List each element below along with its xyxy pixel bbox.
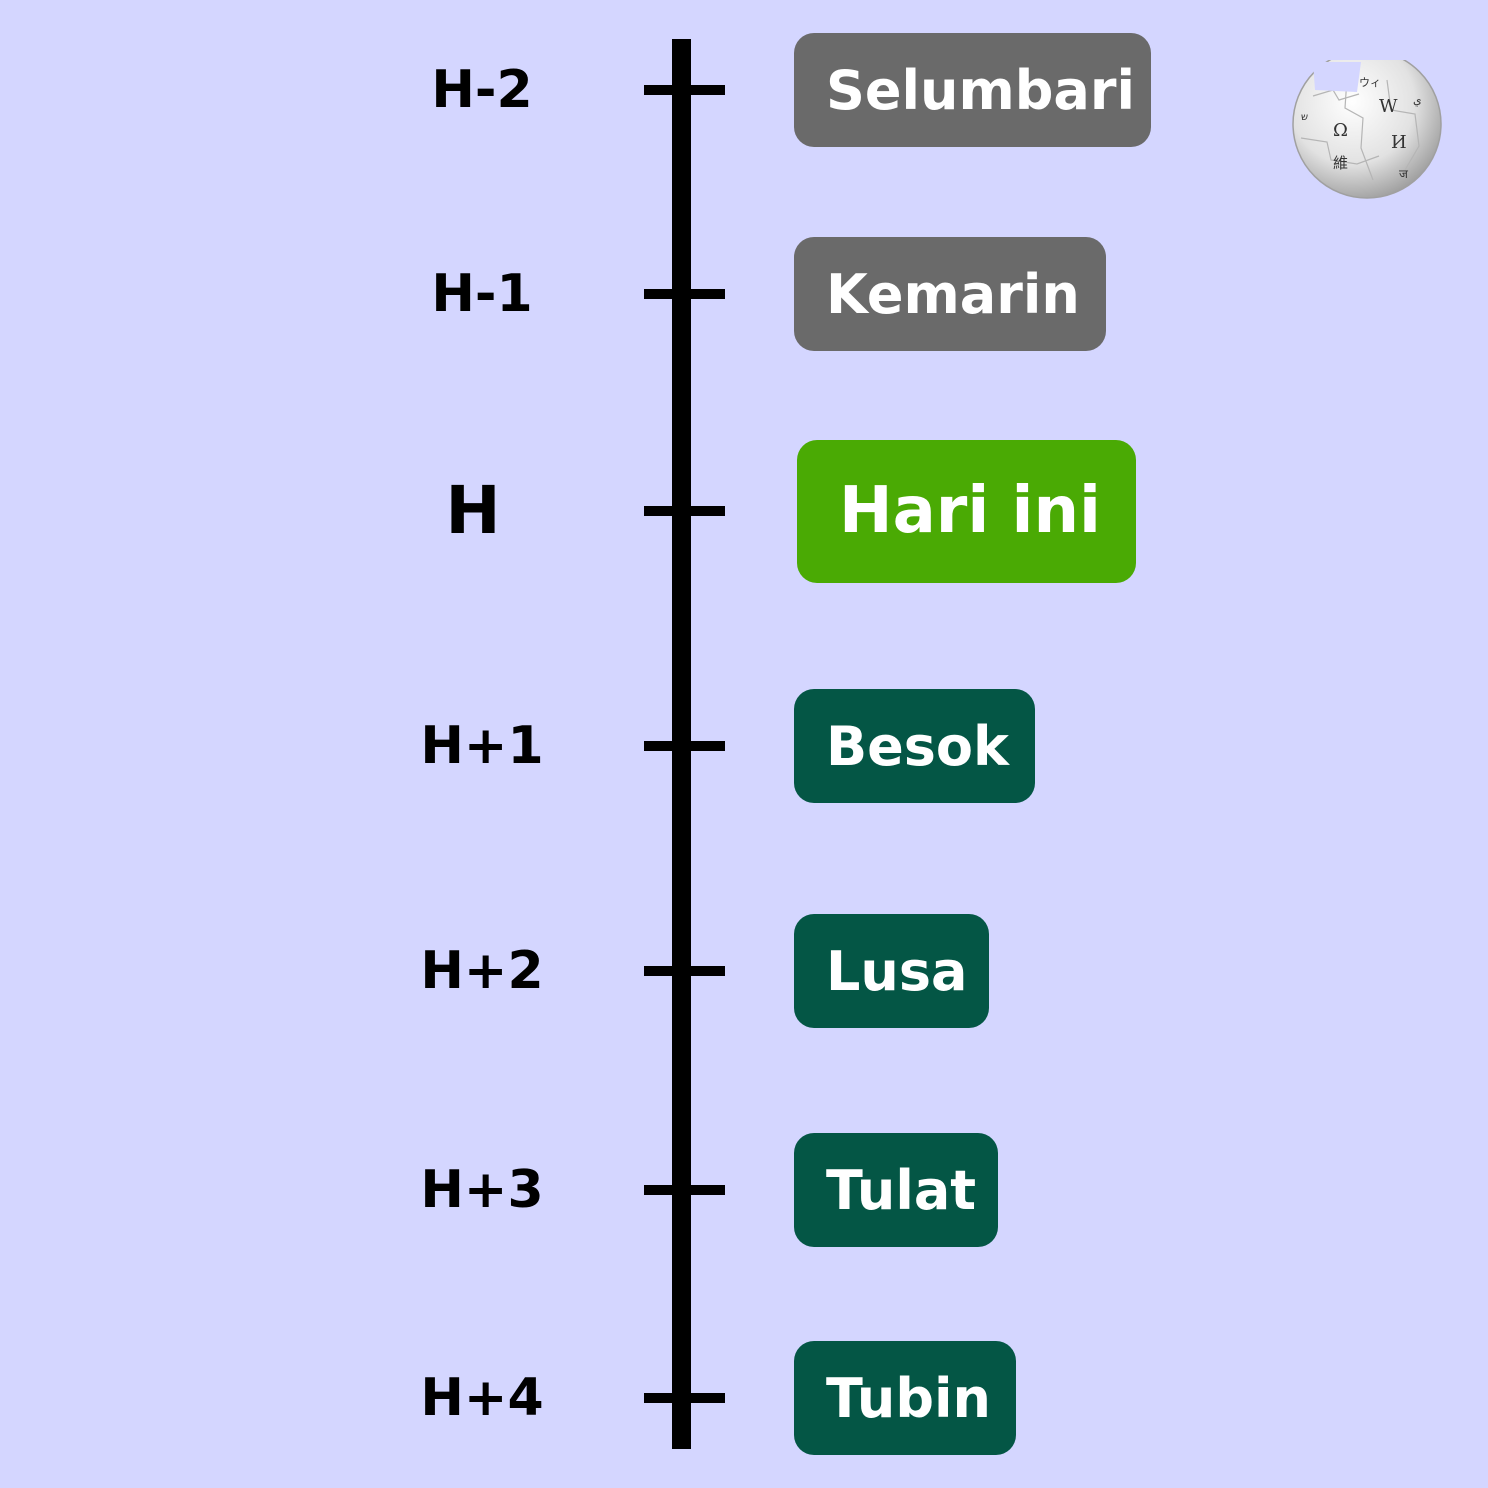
svg-text:ウィ: ウィ (1359, 76, 1381, 89)
day-name-box: Tulat (794, 1133, 998, 1247)
day-name-box: Lusa (794, 914, 989, 1028)
svg-text:ي: ي (1413, 94, 1422, 107)
day-offset-label: H+2 (420, 941, 544, 1001)
day-offset-label: H+1 (420, 716, 544, 776)
day-offset-label: H-2 (431, 60, 533, 120)
day-name-box: Besok (794, 689, 1035, 803)
timeline-tick (644, 289, 725, 299)
svg-text:И: И (1391, 132, 1407, 153)
timeline-tick (644, 506, 725, 516)
day-offset-label: H+3 (420, 1160, 544, 1220)
svg-text:維: 維 (1333, 154, 1348, 172)
day-offset-label: H-1 (431, 264, 533, 324)
svg-text:W: W (1379, 96, 1398, 117)
timeline-tick (644, 741, 725, 751)
day-offset-label: H+4 (420, 1368, 544, 1428)
day-name-box: Hari ini (797, 439, 1136, 583)
timeline-tick (644, 85, 725, 95)
svg-text:ש: ש (1301, 112, 1308, 123)
wikipedia-globe-icon: W Ω И 維 ウィ ي ש ज (1292, 60, 1442, 199)
timeline-tick (644, 1185, 725, 1195)
day-name-box: Tubin (794, 1341, 1016, 1455)
day-name-box: Selumbari (794, 33, 1151, 147)
day-offset-label: H (445, 472, 501, 549)
svg-text:ज: ज (1399, 167, 1409, 181)
timeline-tick (644, 966, 725, 976)
day-name-box: Kemarin (794, 237, 1106, 351)
timeline-tick (644, 1393, 725, 1403)
svg-text:Ω: Ω (1333, 120, 1348, 141)
